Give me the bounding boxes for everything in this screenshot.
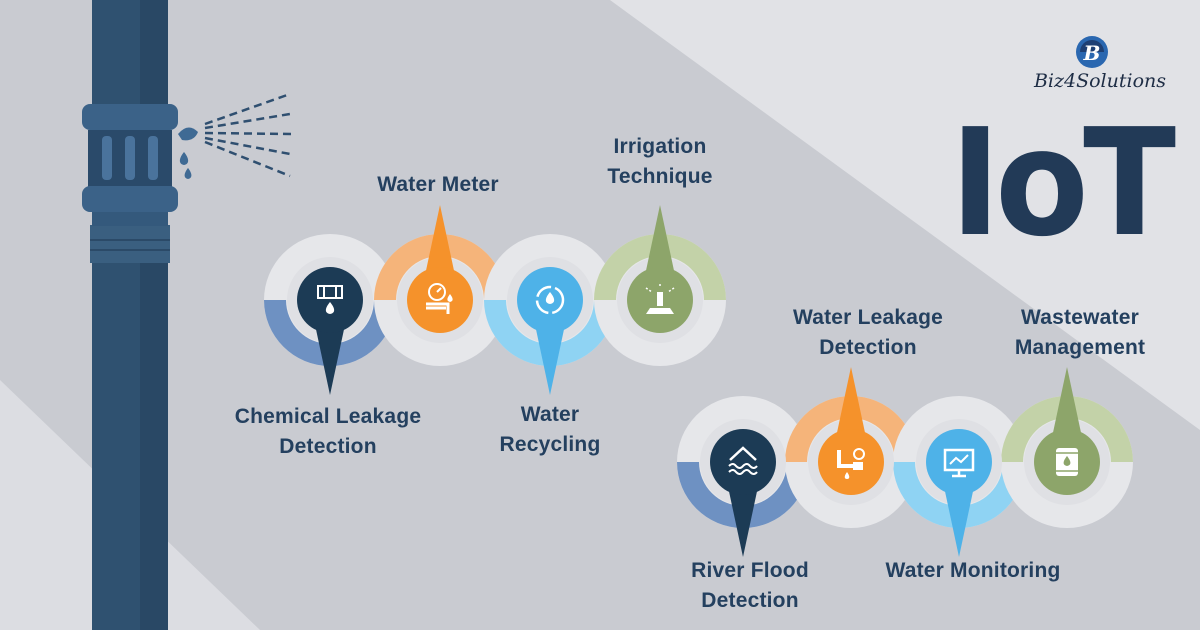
- pointer-pin: [700, 419, 786, 557]
- water-pipe: [82, 0, 178, 630]
- water-recycle-icon: [535, 285, 565, 315]
- pointer-pin: [287, 257, 373, 395]
- sprinkler-icon: [645, 284, 675, 314]
- water-drops-icon: [178, 127, 198, 179]
- brand-logo-icon: B: [1076, 36, 1108, 68]
- pointer-pin: [617, 205, 703, 343]
- label-water-meter: Water Meter: [377, 173, 499, 196]
- pointer-pin: [507, 257, 593, 395]
- water-spray: [204, 92, 293, 178]
- brand-name: Biz4Solutions: [1033, 70, 1167, 92]
- headline-iot: IoT: [950, 97, 1176, 269]
- barrel-drop-icon: [1056, 448, 1078, 476]
- svg-text:B: B: [1083, 41, 1101, 65]
- pointer-pin: [916, 419, 1002, 557]
- pointer-pin: [1024, 367, 1110, 505]
- infographic-group-bottom: [677, 367, 1133, 557]
- infographic-group-top: [264, 205, 726, 395]
- water-meter-icon: [426, 283, 453, 314]
- pointer-pin: [397, 205, 483, 343]
- monitor-chart-icon: [943, 448, 975, 478]
- pointer-pin: [808, 367, 894, 505]
- flood-house-icon: [728, 446, 758, 475]
- chemical-leak-icon: [317, 285, 343, 314]
- leaking-pipe-icon: [837, 448, 865, 479]
- label-water-monitoring: Water Monitoring: [885, 559, 1061, 582]
- background-light-band: [610, 0, 1200, 430]
